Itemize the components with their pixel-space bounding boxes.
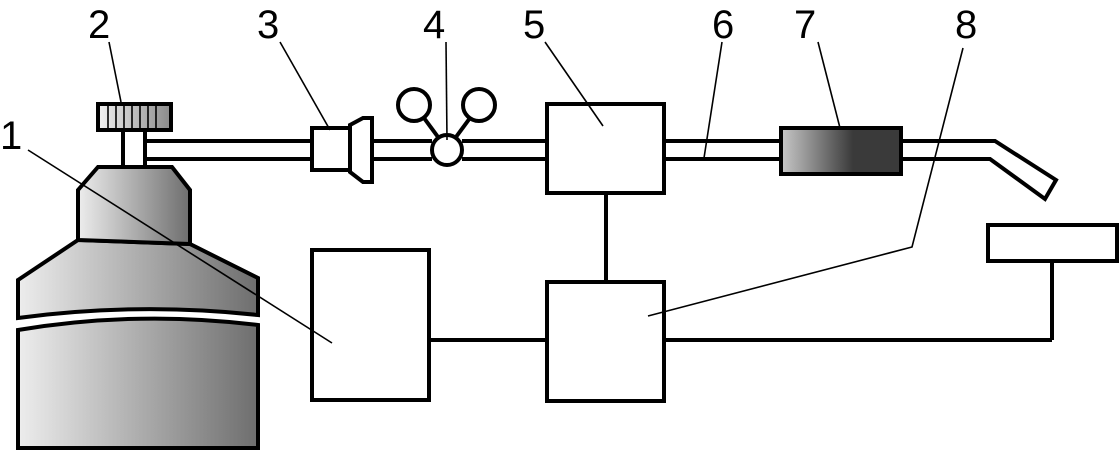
indicator-block bbox=[986, 223, 1119, 263]
measurement-block bbox=[545, 280, 666, 403]
label-6: 6 bbox=[712, 3, 734, 47]
filter-element bbox=[779, 126, 903, 176]
power-unit-block bbox=[310, 248, 431, 402]
label-8: 8 bbox=[955, 3, 977, 47]
callout-labels: 1 2 3 4 5 6 7 8 bbox=[0, 3, 977, 158]
signal-wiring bbox=[429, 261, 1054, 342]
label-4: 4 bbox=[423, 3, 445, 47]
label-5: 5 bbox=[523, 3, 545, 47]
label-3: 3 bbox=[257, 3, 279, 47]
control-unit-block bbox=[545, 102, 666, 195]
gas-cylinder bbox=[16, 128, 260, 450]
pressure-gauges bbox=[396, 87, 497, 167]
label-7: 7 bbox=[794, 3, 816, 47]
leader-lines bbox=[27, 41, 964, 344]
pressure-reducer bbox=[310, 116, 374, 184]
gas-pipe bbox=[145, 139, 1059, 202]
label-1: 1 bbox=[0, 114, 22, 158]
valve-knob bbox=[96, 102, 173, 132]
label-2: 2 bbox=[88, 3, 110, 47]
